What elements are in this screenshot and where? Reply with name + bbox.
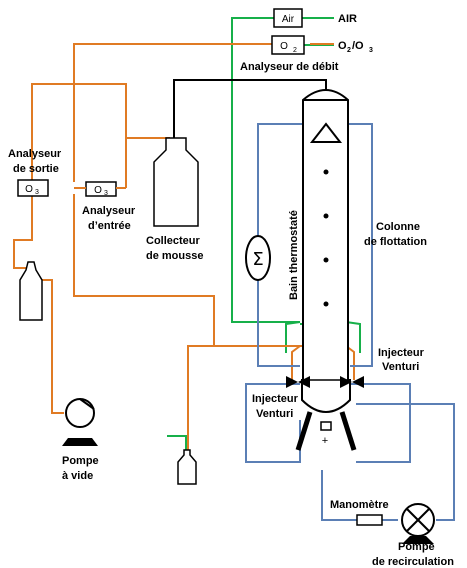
- o2-o3-label-b: /O: [352, 40, 364, 52]
- manometer-gauge: [356, 514, 383, 526]
- vacuum-pump: [62, 398, 98, 446]
- bath-inner-loop: [346, 123, 373, 367]
- o2-o3-label-a: O: [338, 40, 347, 52]
- inlet-analyzer-label-2: d’entrée: [88, 220, 131, 232]
- ozone-main-feed: [73, 43, 272, 182]
- manometer-line: [321, 470, 357, 521]
- column-label-2: de flottation: [364, 236, 427, 248]
- o2-analyzer-box: O 2: [271, 35, 305, 55]
- venturi-left-valve: [286, 376, 310, 388]
- injector-gas-left: [285, 321, 301, 353]
- outlet-analyzer-line: [31, 83, 127, 182]
- inlet-analyzer-label-1: Analyseur: [82, 205, 136, 217]
- recirc-pump-label-1: Pompe: [398, 541, 435, 553]
- injector-orange-left: [291, 345, 301, 380]
- inlet-box-sub: 3: [104, 190, 108, 197]
- outlet-analyzer-label-2: de sortie: [13, 163, 59, 175]
- air-analyzer-box: Air: [273, 8, 303, 28]
- foam-collector-label-1: Collecteur: [146, 235, 201, 247]
- flotation-column: +: [295, 89, 357, 451]
- orange-down-vial: [187, 345, 214, 450]
- vacuum-pump-label-1: Pompe: [62, 455, 99, 467]
- inlet-analyzer-box: O 3: [85, 181, 117, 197]
- ozone-inlet-down: [73, 194, 300, 347]
- recirculation-pump: [401, 503, 435, 544]
- vacuum-line: [42, 279, 64, 414]
- injector-gas-right: [345, 321, 361, 353]
- outlet-vial-line: [13, 196, 33, 269]
- bath-label: Bain thermostaté: [288, 210, 300, 300]
- air-label: AIR: [338, 13, 357, 25]
- column-top-to-foam: [173, 79, 327, 138]
- venturi-left-label-1: Injecteur: [252, 393, 299, 405]
- vacuum-pump-label-2: à vide: [62, 470, 93, 482]
- outlet-analyzer-box: O 3: [17, 179, 49, 197]
- vial-inlet-green: [167, 435, 187, 452]
- foam-collector-bottle: [153, 137, 199, 227]
- sample-vial: [177, 449, 197, 485]
- outlet-analyzer-label-1: Analyseur: [8, 148, 62, 160]
- column-label-1-visible: Colonne: [376, 221, 420, 233]
- outlet-box-sub: 3: [35, 189, 39, 196]
- orange-ozone-lines: [13, 43, 355, 450]
- outlet-box-label: O: [25, 184, 33, 195]
- o2-o3-sub1: 2: [347, 47, 351, 54]
- recirc-outer: [356, 403, 455, 521]
- air-feed-line: [231, 17, 300, 323]
- inlet-box-label: O: [94, 185, 102, 196]
- venturi-right-label-1: Injecteur: [378, 347, 425, 359]
- o2-box-label: O: [280, 41, 288, 52]
- recirc-right: [350, 383, 411, 463]
- black-lines: [173, 79, 327, 138]
- plus-symbol: +: [322, 435, 328, 447]
- flow-analyzer-label: Analyseur de débit: [240, 61, 339, 73]
- heater-element: Σ: [245, 235, 271, 281]
- o2-box-sub: 2: [293, 47, 297, 54]
- o2-o3-sub2: 3: [369, 47, 373, 54]
- manometer-label: Manomètre: [330, 499, 389, 511]
- recirc-pump-label-2: de recirculation: [372, 556, 454, 568]
- outlet-vial: [19, 261, 43, 321]
- air-box-label: Air: [282, 14, 295, 25]
- heater-icon: Σ: [252, 249, 263, 270]
- venturi-right-valve: [340, 376, 364, 388]
- foam-collector-label-2: de mousse: [146, 250, 203, 262]
- venturi-right-label-2: Venturi: [382, 361, 419, 373]
- venturi-left-label-2: Venturi: [256, 408, 293, 420]
